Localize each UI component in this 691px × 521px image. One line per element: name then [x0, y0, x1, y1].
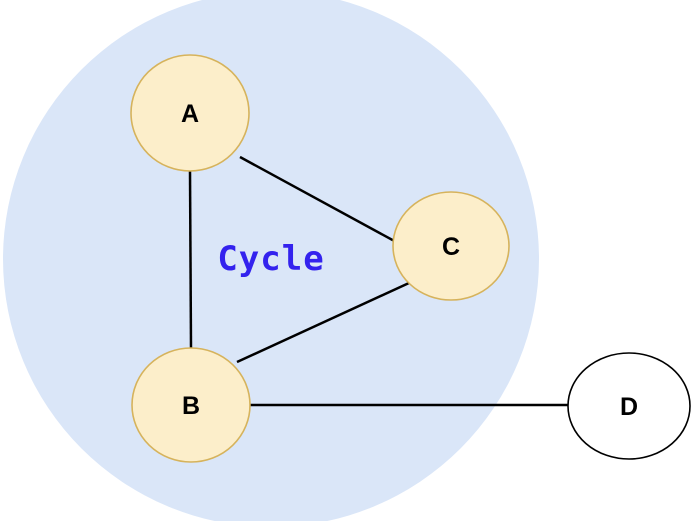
node-a[interactable]: A	[130, 54, 250, 172]
node-b[interactable]: B	[131, 347, 251, 463]
edge-a-c[interactable]	[239, 155, 399, 245]
node-c-shape[interactable]	[392, 191, 510, 301]
node-d-shape[interactable]	[567, 352, 691, 460]
edge-b-c[interactable]	[236, 281, 410, 364]
node-b-shape[interactable]	[131, 347, 251, 463]
node-d[interactable]: D	[567, 352, 691, 460]
edge-group	[188, 155, 568, 407]
cycle-cluster-label: Cycle	[217, 239, 324, 279]
edge-a-b[interactable]	[188, 170, 193, 349]
node-a-shape[interactable]	[130, 54, 250, 172]
node-c[interactable]: C	[392, 191, 510, 301]
